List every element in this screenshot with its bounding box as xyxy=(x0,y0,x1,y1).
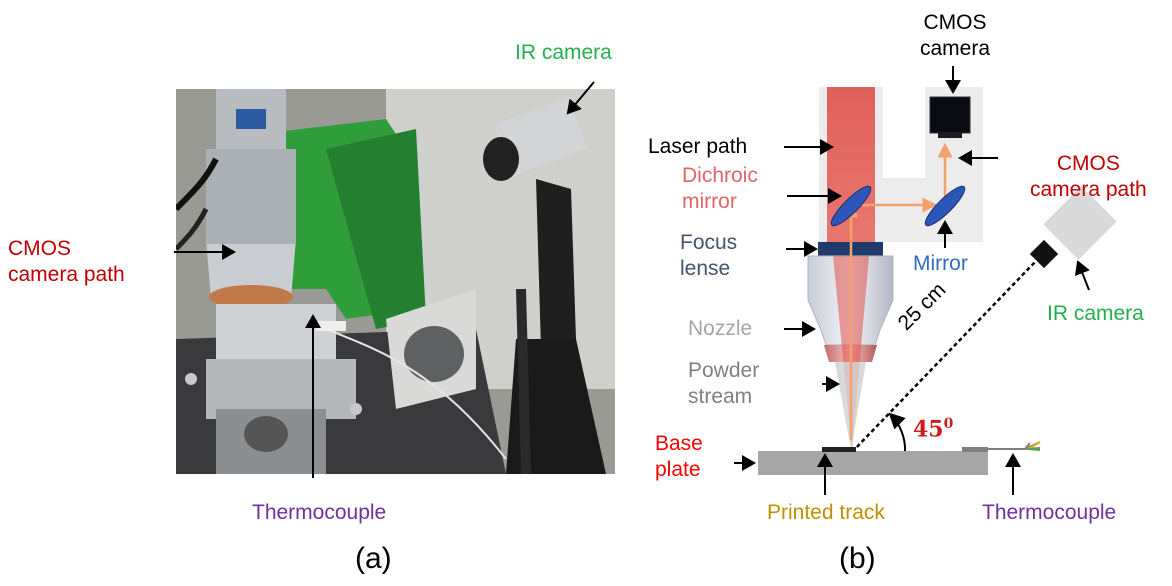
ir-line-of-sight xyxy=(851,261,1036,453)
mirror xyxy=(924,185,966,227)
angle-arc xyxy=(888,412,913,467)
label-ir-camera-b: IR camera xyxy=(1047,302,1144,325)
label-powder-stream: Powder stream xyxy=(688,359,760,408)
label-focus-lense: Focus lense xyxy=(680,231,738,280)
label-cmos-camera: CMOS camera xyxy=(920,11,991,60)
caption-b: (b) xyxy=(839,542,876,575)
label-ir-camera-a: IR camera xyxy=(515,41,612,64)
setup-photo-drawing xyxy=(176,89,615,474)
angle-unit: 0 xyxy=(943,416,954,432)
setup-photo xyxy=(176,89,615,474)
arrow-ir-camera-b xyxy=(1074,260,1090,291)
ir-camera-lens xyxy=(1029,239,1059,269)
label-nozzle: Nozzle xyxy=(688,317,753,340)
label-laser-path: Laser path xyxy=(648,135,748,158)
base-plate xyxy=(758,451,988,475)
label-printed-track: Printed track xyxy=(767,501,885,524)
label-cmos-path-a: CMOS camera path xyxy=(8,237,125,286)
angle-value: 45 xyxy=(913,416,944,443)
label-thermocouple-b: Thermocouple xyxy=(982,501,1117,524)
wire-strand-green xyxy=(1027,448,1041,451)
ir-camera-body xyxy=(1043,186,1117,260)
label-mirror: Mirror xyxy=(913,252,968,275)
label-base-plate: Base plate xyxy=(655,432,703,481)
label-thermocouple-a: Thermocouple xyxy=(252,501,387,524)
thermocouple-probe xyxy=(962,447,988,452)
label-angle: 450 xyxy=(913,416,953,442)
printed-track xyxy=(822,447,856,452)
dichroic-mirror xyxy=(830,185,872,227)
cmos-camera-lens xyxy=(938,133,962,138)
arrow-ir-camera-a xyxy=(566,81,595,115)
caption-a: (a) xyxy=(355,542,392,575)
wire-strand-yellow xyxy=(1027,441,1041,450)
label-dichroic-mirror: Dichroic mirror xyxy=(682,164,758,213)
cmos-camera xyxy=(929,96,971,134)
label-cmos-path-b: CMOS camera path xyxy=(1030,152,1147,201)
